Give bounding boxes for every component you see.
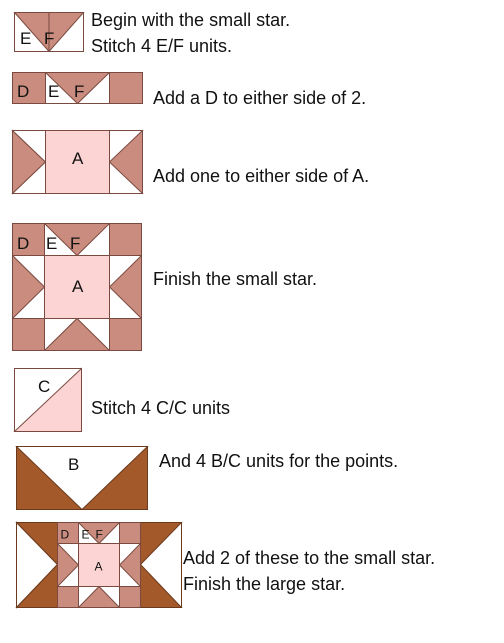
small-star-label-d: D: [17, 234, 29, 253]
large-star-label-f: F: [96, 528, 103, 542]
side-a-label-a: A: [72, 149, 84, 168]
cc-label-c: C: [38, 377, 50, 396]
ef-unit-diagram: E F: [13, 12, 85, 53]
small-star-label-a: A: [72, 277, 84, 296]
step7-line2: Finish the large star.: [183, 574, 346, 594]
step7-line1: Add 2 of these to the small star.: [183, 548, 436, 568]
def-label-e: E: [48, 82, 59, 101]
step6-line1: And 4 B/C units for the points.: [159, 451, 399, 471]
step5-line1: Stitch 4 C/C units: [91, 398, 231, 418]
def-label-f: F: [74, 82, 84, 101]
large-star-label-e: E: [82, 528, 90, 542]
side-a-diagram: A: [11, 129, 144, 195]
bc-label-b: B: [68, 455, 79, 474]
small-star-label-f: F: [70, 234, 80, 253]
small-star-label-e: E: [46, 234, 57, 253]
large-star-label-d: D: [61, 528, 70, 542]
ef-label-f: F: [44, 29, 54, 48]
step4-line1: Finish the small star.: [153, 269, 318, 289]
ef-label-e: E: [20, 29, 31, 48]
step2-line1: Add a D to either side of 2.: [153, 88, 367, 108]
cc-unit-diagram: C: [13, 367, 82, 432]
small-star-diagram: D E F A: [12, 223, 142, 351]
step3-line1: Add one to either side of A.: [153, 166, 370, 186]
large-star-diagram: D E F A: [15, 521, 183, 609]
step1-line2: Stitch 4 E/F units.: [91, 36, 233, 56]
large-star-label-a: A: [95, 560, 103, 574]
step1-line1: Begin with the small star.: [91, 10, 291, 30]
def-row-diagram: D E F: [12, 72, 143, 105]
def-label-d: D: [17, 82, 29, 101]
bc-unit-diagram: B: [15, 446, 149, 511]
